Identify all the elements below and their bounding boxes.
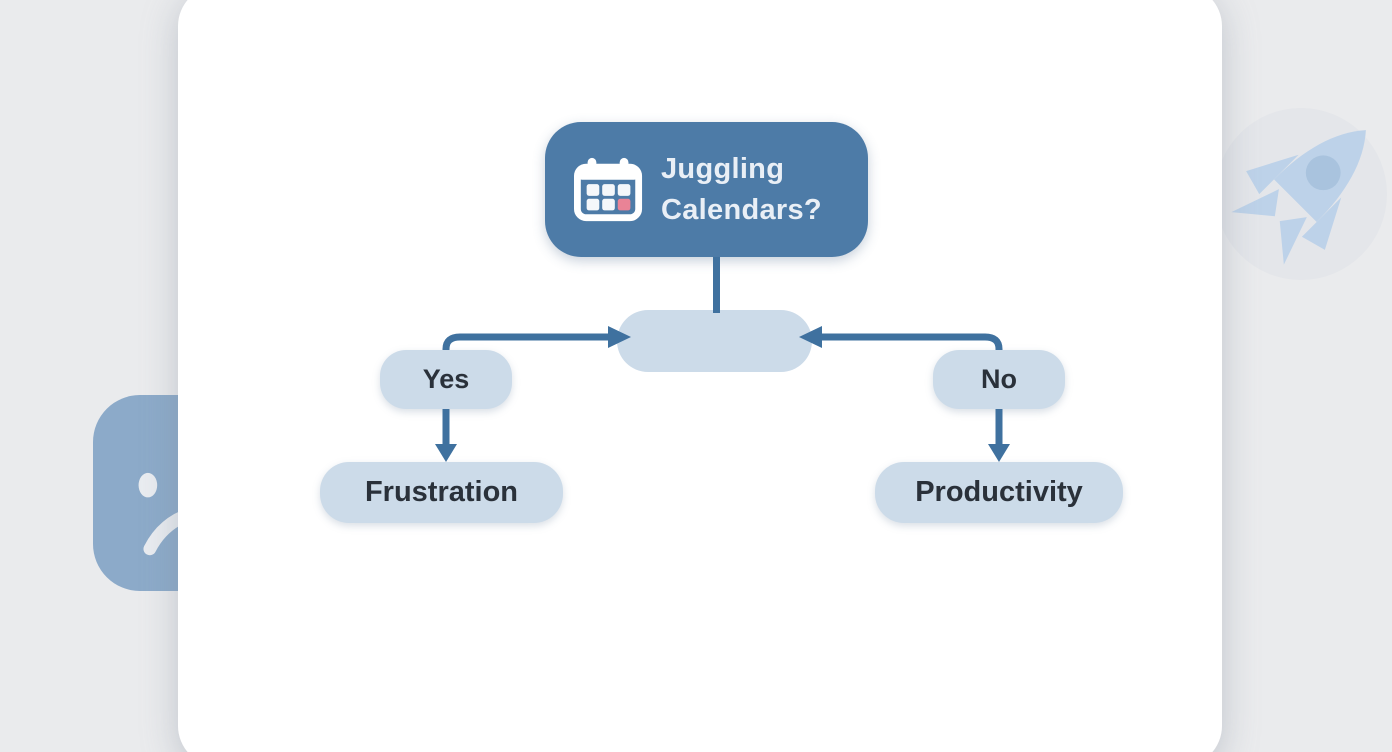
flow-node-frustration: Frustration	[320, 462, 563, 523]
diagram-card	[178, 0, 1222, 752]
yes-label: Yes	[422, 364, 470, 394]
calendar-icon	[574, 157, 643, 221]
flow-node-productivity: Productivity	[875, 462, 1123, 523]
question-label: Juggling Calendars?	[661, 153, 822, 226]
productivity-label: Productivity	[915, 476, 1083, 508]
flow-node-hub	[617, 310, 812, 372]
rocket-icon	[1198, 82, 1392, 298]
flow-node-question: Juggling Calendars?	[545, 122, 868, 257]
no-label: No	[981, 364, 1017, 394]
frustration-label: Frustration	[364, 476, 519, 508]
flow-node-yes: Yes	[380, 350, 512, 409]
flow-node-no: No	[933, 350, 1065, 409]
